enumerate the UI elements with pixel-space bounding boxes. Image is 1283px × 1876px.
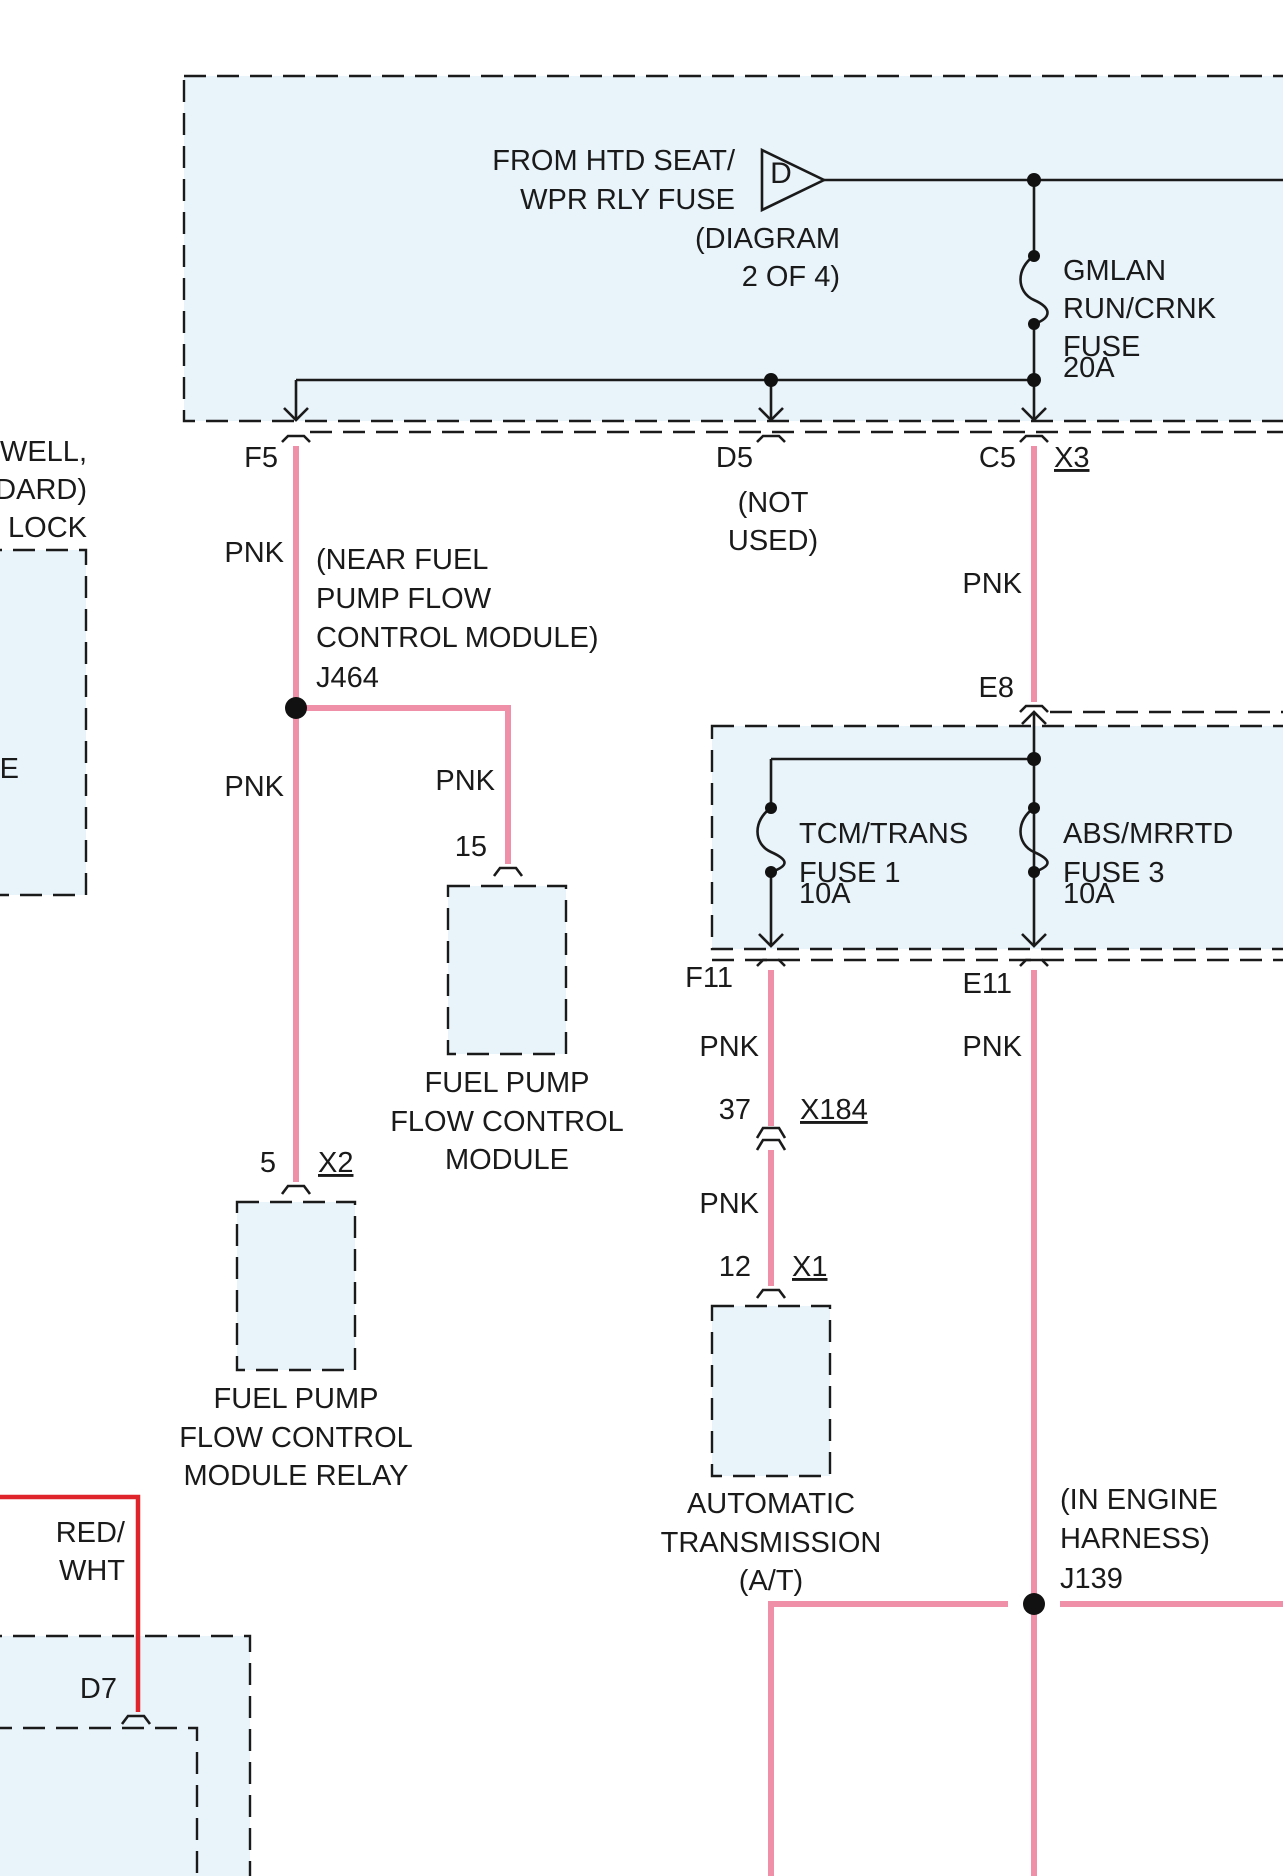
- automatic-transmission-box: [710, 1304, 832, 1478]
- sub-fuse-block-box: [710, 724, 1283, 951]
- pin-d7: D7: [80, 1673, 117, 1705]
- pin-f11: F11: [685, 962, 733, 994]
- relay-name-line1: FUEL PUMP: [214, 1383, 379, 1415]
- pink-wires: [293, 446, 1283, 1876]
- red-wht-wire: [0, 1494, 141, 1712]
- wire-color-red-wht-line1: RED/: [56, 1517, 126, 1549]
- at-name-line1: AUTOMATIC: [687, 1488, 855, 1520]
- splice-j139-line2: HARNESS): [1060, 1523, 1210, 1555]
- at-name-line2: TRANSMISSION: [661, 1527, 882, 1559]
- fuel-pump-flow-control-module-relay-box: [235, 1200, 357, 1372]
- fpfcm-name-line1: FUEL PUMP: [425, 1067, 590, 1099]
- fpfcm-name-line2: FLOW CONTROL: [390, 1106, 624, 1138]
- fuse-label-line2: RUN/CRNK: [1063, 293, 1217, 325]
- wire-color-e11: PNK: [962, 1031, 1022, 1063]
- splice-j464-line3: CONTROL MODULE): [316, 622, 599, 654]
- bottom-left-inner-dash: [0, 1726, 199, 1876]
- splice-j464-id: J464: [316, 662, 379, 694]
- fuse2-label-line2: FUSE 3: [1063, 857, 1165, 889]
- left-partial-line1: WELL,: [0, 436, 87, 468]
- wire-color-x184: PNK: [699, 1188, 759, 1220]
- wire-color-c5: PNK: [962, 568, 1022, 600]
- fuse2-rating: 10A: [1063, 878, 1115, 910]
- sub-fuse-block-wiring: [756, 704, 1049, 967]
- bottom-left-module-box: [0, 1634, 252, 1876]
- connector-x184: X184: [800, 1094, 868, 1126]
- connector-x1: X1: [792, 1251, 827, 1283]
- splice-j139-line1: (IN ENGINE: [1060, 1484, 1218, 1516]
- wire-color-red-wht-line2: WHT: [59, 1555, 125, 1587]
- source-triangle-icon: [760, 147, 827, 213]
- pin-12: 12: [719, 1251, 751, 1283]
- splice-j464-line2: PUMP FLOW: [316, 583, 492, 615]
- connector-cups: [120, 866, 787, 1725]
- not-used-line2: USED): [728, 525, 818, 557]
- not-used-line1: (NOT: [738, 487, 809, 519]
- fuel-pump-flow-control-module-box: [446, 884, 568, 1056]
- relay-name-line3: MODULE RELAY: [183, 1460, 408, 1492]
- connector-x3: X3: [1054, 442, 1089, 474]
- pin-5: 5: [260, 1147, 276, 1179]
- splice-j464-line1: (NEAR FUEL: [316, 544, 488, 576]
- fuse-block-wiring: [281, 147, 1283, 443]
- pin-15: 15: [455, 831, 487, 863]
- at-name-line3: (A/T): [739, 1565, 803, 1597]
- fuse1-rating: 10A: [799, 878, 851, 910]
- fuse1-label-line2: FUSE 1: [799, 857, 901, 889]
- wire-color-f11: PNK: [699, 1031, 759, 1063]
- fuse1-label-line1: TCM/TRANS: [799, 818, 968, 850]
- diagram-ref-line2: 2 OF 4): [742, 261, 840, 293]
- pin-37: 37: [719, 1094, 751, 1126]
- splice-j139: [1023, 1593, 1045, 1615]
- fuse-label-line3: FUSE: [1063, 331, 1140, 363]
- wire-color-fpfcm: PNK: [435, 765, 495, 797]
- main-fuse-block-box: [182, 74, 1283, 423]
- connector-x2: X2: [318, 1147, 353, 1179]
- splice-j139-id: J139: [1060, 1563, 1123, 1595]
- left-partial-module-box: [0, 548, 88, 897]
- source-label-line1: FROM HTD SEAT/: [492, 145, 736, 177]
- pin-c5: C5: [979, 442, 1016, 474]
- wire-color-f5: PNK: [224, 537, 284, 569]
- relay-name-line2: FLOW CONTROL: [179, 1422, 413, 1454]
- pin-e11: E11: [963, 968, 1012, 1000]
- wire-color-relay: PNK: [224, 771, 284, 803]
- pin-f5: F5: [244, 442, 278, 474]
- fuse-rating: 20A: [1063, 352, 1115, 384]
- left-partial-line4: E: [0, 753, 19, 785]
- fuse2-label-line1: ABS/MRRTD: [1063, 818, 1233, 850]
- diagram-ref-line1: (DIAGRAM: [695, 223, 840, 255]
- left-partial-line2: DARD): [0, 474, 87, 506]
- splice-j464: [285, 697, 307, 719]
- pin-e8: E8: [979, 672, 1014, 704]
- pin-d5: D5: [716, 442, 753, 474]
- source-label-line2: WPR RLY FUSE: [520, 184, 735, 216]
- fpfcm-name-line3: MODULE: [445, 1144, 569, 1176]
- source-letter: D: [770, 157, 792, 190]
- left-partial-line3: LOCK: [8, 512, 88, 544]
- fuse-label-line1: GMLAN: [1063, 255, 1166, 287]
